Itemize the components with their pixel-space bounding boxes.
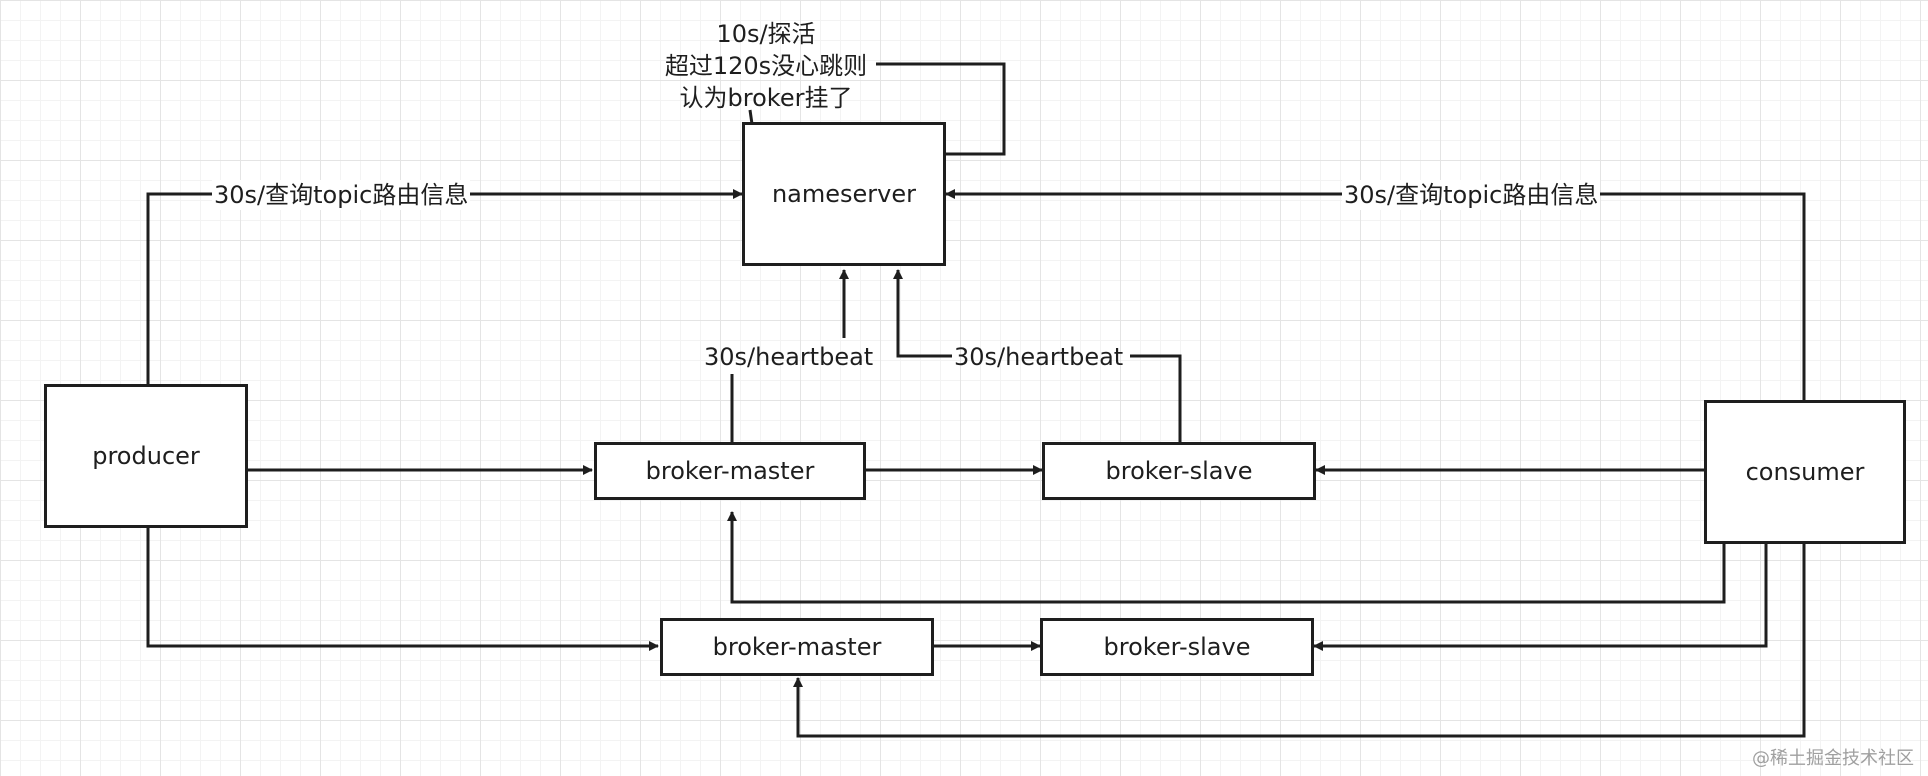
- broker-slave-label-2: broker-slave: [1103, 633, 1251, 661]
- slave-heartbeat-arrow: [1130, 354, 1182, 442]
- broker-slave-node-2[interactable]: broker-slave: [1040, 618, 1314, 676]
- broker-master-node-2[interactable]: broker-master: [660, 618, 934, 676]
- nameserver-label: nameserver: [771, 180, 917, 208]
- slave-heartbeat-arrow-head: [893, 269, 952, 358]
- watermark: @稀土掘金技术社区: [1752, 748, 1914, 769]
- probe-note-line-3: 认为broker挂了: [679, 84, 853, 112]
- broker-master-node-1[interactable]: broker-master: [594, 442, 866, 500]
- producer-to-nameserver-arrow: [146, 189, 743, 384]
- probe-note-pointer: [748, 109, 754, 125]
- broker-slave-label-1: broker-slave: [1105, 457, 1253, 485]
- producer-route-query-label: 30s/查询topic路由信息: [212, 180, 471, 210]
- consumer-to-master1-arrow: [727, 511, 1726, 604]
- consumer-node[interactable]: consumer: [1704, 400, 1906, 544]
- broker-master-label-2: broker-master: [712, 633, 882, 661]
- broker-master-label-1: broker-master: [645, 457, 815, 485]
- probe-note: 10s/探活 超过120s没心跳则 认为broker挂了: [658, 18, 874, 114]
- probe-note-line-2: 超过120s没心跳则: [664, 52, 868, 80]
- consumer-route-query-label: 30s/查询topic路由信息: [1342, 180, 1601, 210]
- master-heartbeat-label: 30s/heartbeat: [704, 343, 874, 371]
- nameserver-node[interactable]: nameserver: [742, 122, 946, 266]
- consumer-to-slave2-arrow: [1313, 544, 1768, 651]
- consumer-to-master2-arrow: [793, 544, 1806, 738]
- producer-node[interactable]: producer: [44, 384, 248, 528]
- producer-label: producer: [92, 442, 200, 470]
- probe-note-line-1: 10s/探活: [716, 20, 816, 48]
- consumer-to-nameserver-arrow: [945, 189, 1806, 400]
- producer-to-master2-arrow: [146, 528, 659, 651]
- consumer-label: consumer: [1745, 458, 1865, 486]
- slave-heartbeat-label: 30s/heartbeat: [954, 343, 1124, 371]
- broker-slave-node-1[interactable]: broker-slave: [1042, 442, 1316, 500]
- nameserver-probe-loop: [876, 62, 1006, 156]
